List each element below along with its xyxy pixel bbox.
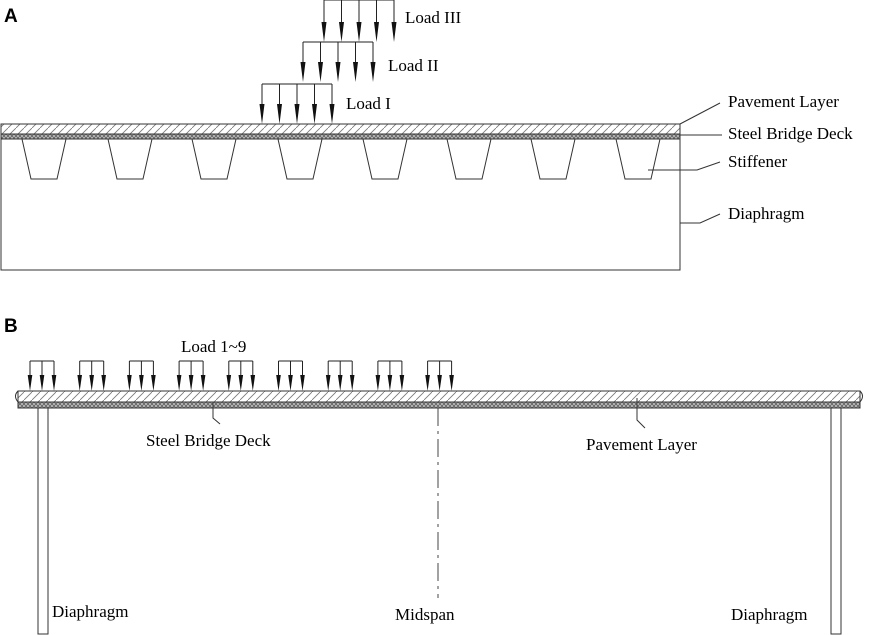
load-b-arrow-head <box>238 375 244 391</box>
panel-b-letter: B <box>4 316 18 337</box>
load-1-9-label: Load 1~9 <box>181 337 246 356</box>
stiffener-rib <box>107 138 153 180</box>
leader-b-pavement <box>636 398 646 429</box>
load-b-arrow-head <box>176 375 182 391</box>
load-b-arrow-head <box>437 375 442 391</box>
load-ii-arrow-head <box>335 62 341 82</box>
load-iii-arrow-head <box>391 22 397 42</box>
load-i-arrow-head <box>312 104 317 124</box>
panel-b-pavement-end-right <box>859 390 863 403</box>
load-ii-arrow-head <box>353 62 358 82</box>
load-b-arrow-head <box>399 375 405 391</box>
panel-a-stiffeners <box>21 138 661 180</box>
label-b-diaphragm-right: Diaphragm <box>731 605 807 624</box>
panel-a: A Load III Load II Load I Pavement Layer… <box>0 0 853 271</box>
panel-b-diaphragm-left <box>37 407 49 635</box>
load-b-arrow-head <box>375 375 381 391</box>
panel-b-pavement-end-left <box>15 390 19 403</box>
load-iii-arrow-head <box>374 22 379 42</box>
load-b-arrow-head <box>226 375 232 391</box>
load-i-group <box>259 83 335 124</box>
load-b-arrow-head <box>250 375 256 391</box>
leader-diaphragm <box>680 213 721 224</box>
load-b-arrow-head <box>39 375 45 391</box>
load-b-arrow-head <box>325 375 331 391</box>
load-iii-group <box>321 0 397 42</box>
load-b-arrow-head <box>300 375 305 391</box>
stiffener-rib <box>21 138 67 180</box>
load-iii-arrow-head <box>321 22 327 42</box>
stiffener-rib <box>191 138 237 180</box>
load-b-arrow-head <box>349 375 355 391</box>
load-i-arrow-head <box>294 104 300 124</box>
load-b-arrow-head <box>449 375 454 391</box>
stiffener-rib <box>530 138 576 180</box>
load-i-arrow-head <box>277 104 282 124</box>
panel-b-loads <box>27 360 454 391</box>
load-b-arrow-head <box>337 375 343 391</box>
panel-b-steel-deck <box>17 401 861 409</box>
label-b-diaphragm-left: Diaphragm <box>52 602 128 621</box>
load-i-label: Load I <box>346 94 391 113</box>
stiffener-rib <box>362 138 408 180</box>
load-b-arrow-head <box>139 375 144 391</box>
load-ii-label: Load II <box>388 56 439 75</box>
load-b-arrow-head <box>27 375 33 391</box>
leader-pavement <box>679 102 721 125</box>
label-pavement-layer: Pavement Layer <box>728 92 839 111</box>
leader-b-deck <box>212 402 221 425</box>
panel-a-letter: A <box>4 6 18 27</box>
load-b-arrow-head <box>200 375 206 391</box>
load-b-arrow-head <box>288 375 293 391</box>
load-b-arrow-head <box>276 375 281 391</box>
label-stiffener: Stiffener <box>728 152 788 171</box>
load-b-arrow-head <box>51 375 57 391</box>
load-iii-arrow-head <box>356 22 362 42</box>
stiffener-rib <box>615 138 661 180</box>
load-b-arrow-head <box>188 375 194 391</box>
load-b-arrow-head <box>77 375 82 391</box>
panel-b-diaphragm-right <box>830 407 842 635</box>
load-b-arrow-head <box>425 375 430 391</box>
label-diaphragm: Diaphragm <box>728 204 804 223</box>
load-iii-label: Load III <box>405 8 462 27</box>
load-b-arrow-head <box>127 375 132 391</box>
load-b-arrow-head <box>101 375 106 391</box>
stiffener-rib <box>277 138 323 180</box>
load-ii-arrow-head <box>370 62 376 82</box>
label-b-midspan: Midspan <box>395 605 455 624</box>
load-i-arrow-head <box>329 104 335 124</box>
panel-a-diaphragm <box>0 138 681 271</box>
load-b-arrow-head <box>387 375 393 391</box>
leader-stiffener <box>648 161 721 171</box>
stiffener-rib <box>446 138 492 180</box>
load-ii-arrow-head <box>318 62 323 82</box>
load-iii-arrow-head <box>339 22 344 42</box>
panel-a-steel-deck <box>0 133 681 140</box>
label-b-pavement-layer: Pavement Layer <box>586 435 697 454</box>
panel-a-pavement-layer <box>0 123 681 135</box>
load-ii-arrow-head <box>300 62 306 82</box>
label-steel-bridge-deck: Steel Bridge Deck <box>728 124 853 143</box>
load-i-arrow-head <box>259 104 265 124</box>
panel-b-pavement-layer <box>17 390 861 403</box>
panel-b: B Load 1~9 Steel Bridge Deck Pavement La… <box>4 316 863 635</box>
load-ii-group <box>300 41 376 82</box>
label-b-steel-bridge-deck: Steel Bridge Deck <box>146 431 271 450</box>
load-b-arrow-head <box>151 375 156 391</box>
load-b-arrow-head <box>89 375 94 391</box>
